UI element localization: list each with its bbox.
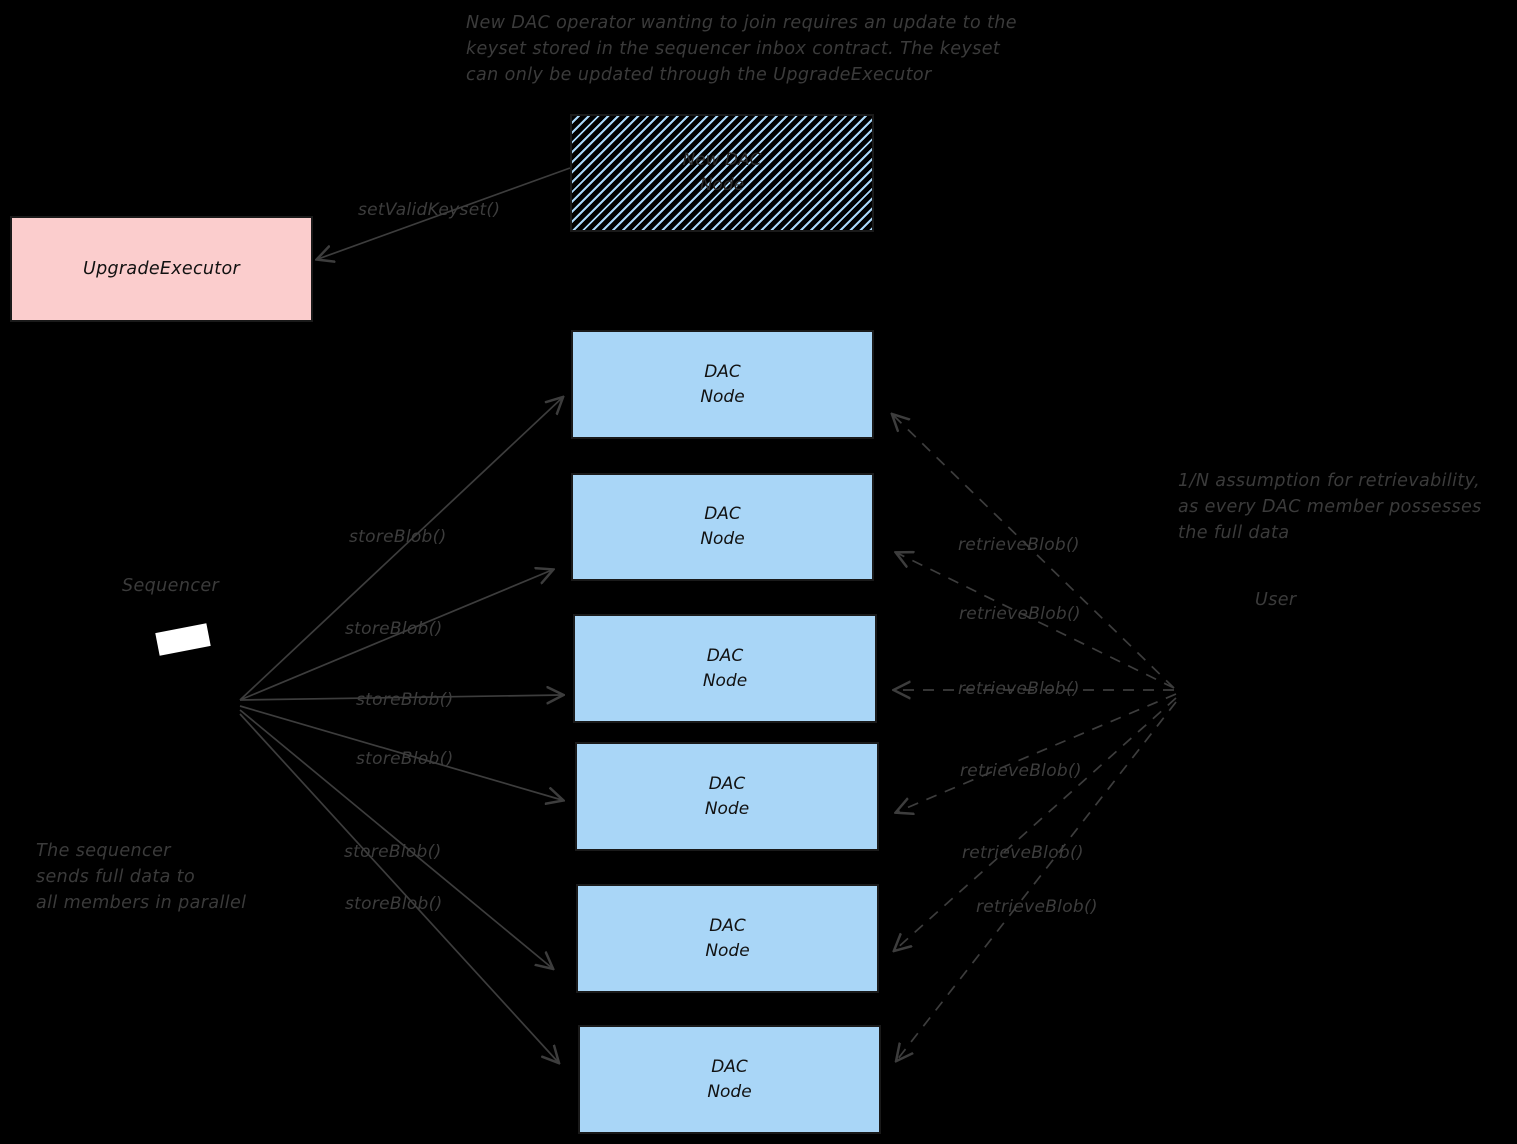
edge-label-store-blob-3: storeBlob() — [356, 690, 454, 710]
edge-label-set-valid-keyset: setValidKeyset() — [358, 200, 501, 220]
edge-group-store-blob — [239, 398, 562, 1062]
dac-node-box-3: DAC Node — [573, 614, 877, 723]
dac-node-3-line1: DAC — [706, 645, 744, 666]
top-annotation-note: New DAC operator wanting to join require… — [466, 13, 1017, 85]
edge-label-retrieve-blob-3: retrieveBlob() — [958, 679, 1080, 699]
dac-node-6-line2: Node — [707, 1081, 752, 1102]
user-label: User — [1255, 590, 1297, 610]
dac-node-box-2: DAC Node — [571, 473, 874, 581]
sequencer-label: Sequencer — [122, 576, 220, 596]
edge-label-store-blob-2: storeBlob() — [345, 619, 443, 639]
edge-label-store-blob-5: storeBlob() — [344, 842, 442, 862]
new-dac-node-line2: Node — [699, 175, 745, 195]
edge-label-retrieve-blob-2: retrieveBlob() — [959, 604, 1081, 624]
dac-node-6-line1: DAC — [711, 1056, 748, 1077]
edge-label-store-blob-4: storeBlob() — [356, 749, 454, 769]
edge-label-retrieve-blob-6: retrieveBlob() — [976, 897, 1098, 917]
edge-label-retrieve-blob-4: retrieveBlob() — [960, 761, 1082, 781]
dac-node-1-line2: Node — [700, 386, 745, 407]
new-dac-node-line1: New DAC — [682, 150, 762, 170]
upgrade-executor-label: UpgradeExecutor — [83, 259, 240, 279]
dac-node-2-line1: DAC — [704, 504, 741, 524]
edge-group-retrieve-blob — [893, 415, 1177, 1060]
new-dac-node-box: New DAC Node — [570, 114, 874, 232]
dac-node-box-5: DAC Node — [576, 884, 879, 993]
dac-node-1-line1: DAC — [704, 361, 741, 382]
dac-node-5-line2: Node — [705, 940, 750, 961]
dac-node-4-line2: Node — [704, 798, 750, 819]
upgrade-executor-box: UpgradeExecutor — [10, 216, 313, 322]
edge-label-store-blob-1: storeBlob() — [349, 527, 447, 547]
sequencer-icon — [155, 623, 211, 656]
edge-label-store-blob-6: storeBlob() — [345, 894, 443, 914]
dac-node-2-line2: Node — [700, 529, 745, 549]
right-annotation-note: 1/N assumption for retrievability, as ev… — [1178, 471, 1482, 543]
dac-node-4-line1: DAC — [708, 773, 746, 794]
left-annotation-note: The sequencer sends full data to all mem… — [36, 841, 247, 913]
dac-node-box-4: DAC Node — [575, 742, 879, 851]
dac-node-5-line1: DAC — [709, 915, 746, 936]
edge-label-retrieve-blob-5: retrieveBlob() — [962, 843, 1084, 863]
dac-node-box-1: DAC Node — [571, 330, 874, 439]
edge-label-retrieve-blob-1: retrieveBlob() — [958, 535, 1080, 555]
dac-node-3-line2: Node — [702, 670, 748, 691]
dac-node-box-6: DAC Node — [578, 1025, 881, 1134]
